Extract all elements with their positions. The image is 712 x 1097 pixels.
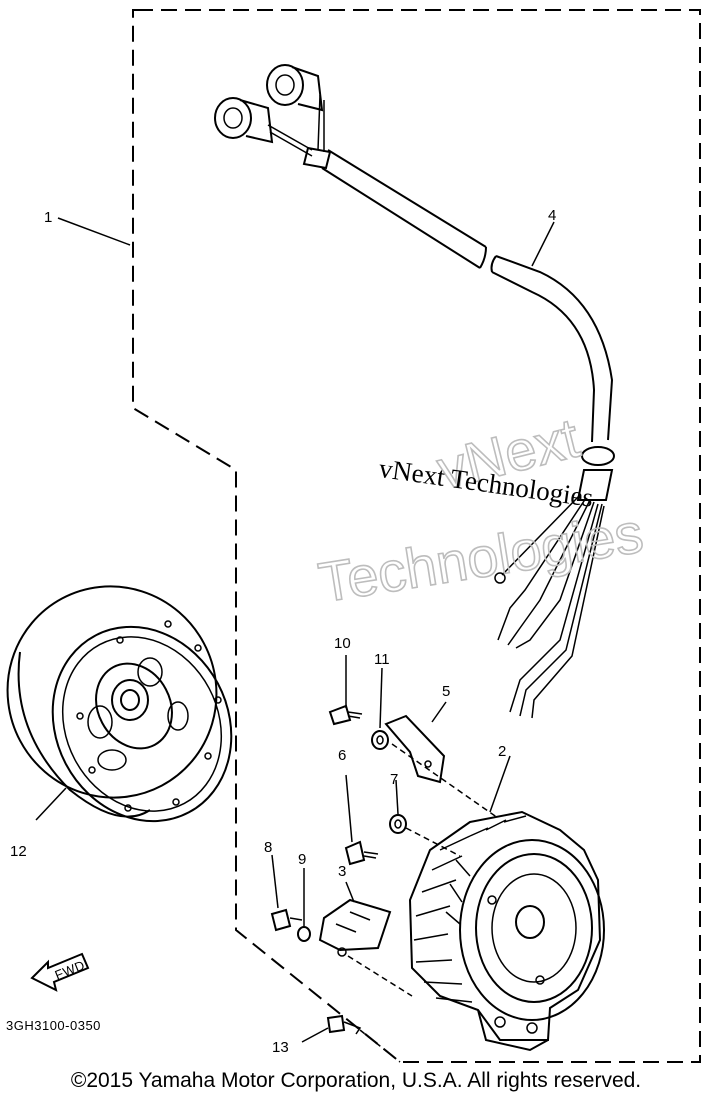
callout-13: 13 <box>272 1039 289 1056</box>
forward-direction-arrow: FWD <box>30 952 90 992</box>
bracket-5 <box>384 714 446 784</box>
callout-8: 8 <box>264 839 272 856</box>
washer-9 <box>297 926 311 942</box>
assembly-boundary <box>132 9 701 1063</box>
leader-lines <box>35 217 555 1063</box>
pulser-coil-3 <box>318 898 392 957</box>
screw-6 <box>344 840 379 866</box>
wire-harness <box>214 64 615 719</box>
watermark-outline-bottom: Technologies <box>314 501 647 614</box>
callout-1: 1 <box>44 209 52 226</box>
callout-2: 2 <box>498 743 506 760</box>
screw-8 <box>270 908 303 932</box>
watermark: vNext Technologies vNext Technologies <box>314 405 648 615</box>
callout-6: 6 <box>338 747 346 764</box>
callout-11: 11 <box>374 651 390 668</box>
stator <box>408 810 605 1052</box>
callout-12: 12 <box>10 843 27 860</box>
screw-10 <box>328 704 363 726</box>
diagram-code: 3GH3100-0350 <box>6 1018 101 1033</box>
callout-4: 4 <box>548 207 556 224</box>
screw-13 <box>326 1014 362 1035</box>
callout-7: 7 <box>390 771 398 788</box>
fwd-label: FWD <box>53 957 87 983</box>
copyright-notice: ©2015 Yamaha Motor Corporation, U.S.A. A… <box>70 1069 642 1092</box>
callout-9: 9 <box>298 851 306 868</box>
washer-11 <box>371 730 389 750</box>
callout-3: 3 <box>338 863 346 880</box>
washer-7 <box>389 814 407 834</box>
flywheel-rotor <box>6 585 233 823</box>
callout-10: 10 <box>334 635 351 652</box>
callout-5: 5 <box>442 683 450 700</box>
